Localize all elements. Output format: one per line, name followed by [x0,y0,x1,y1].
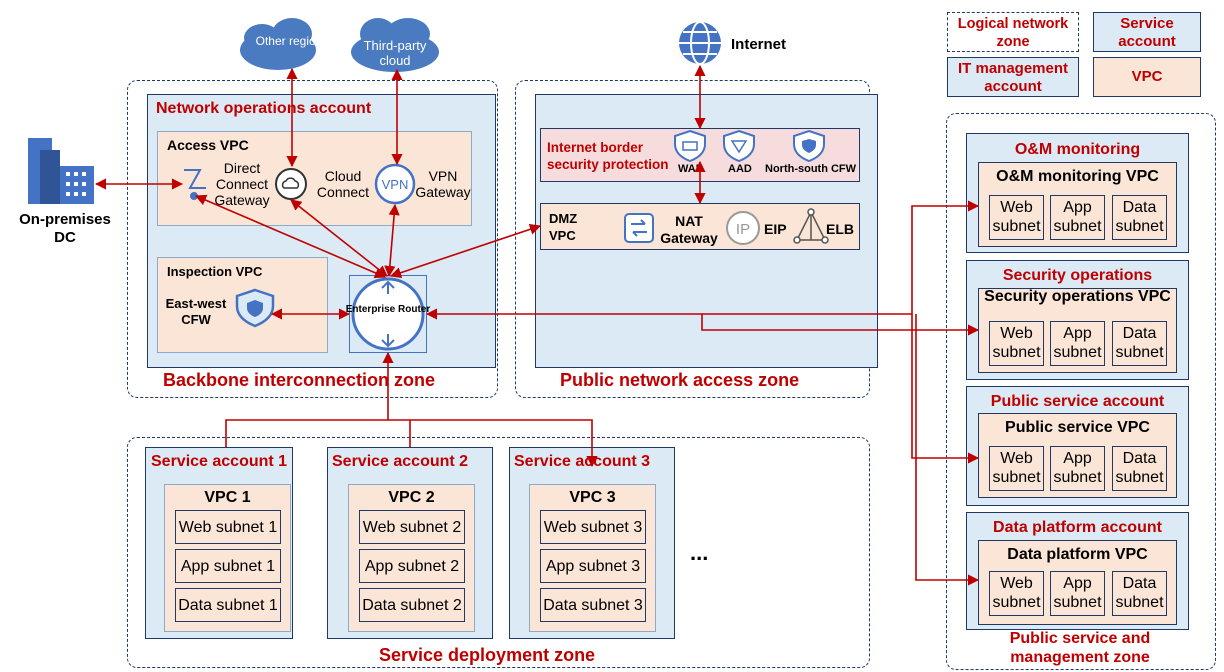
service-1-web-subnet: Web subnet 1 [175,510,281,544]
service-1-app-subnet: App subnet 1 [175,549,281,583]
third-party-cloud-label: Third-party cloud [363,38,427,68]
access-vpc-title: Access VPC [167,137,249,153]
service-3-web-subnet: Web subnet 3 [540,510,646,544]
eip-icon: IP [726,211,760,245]
mgmt-zone-label: Public service and management zone [1009,630,1151,666]
security-app-subnet: App subnet [1050,321,1105,366]
om-web-subnet: Web subnet [989,195,1044,240]
legend-service-account-label: Service account [1118,15,1176,50]
connector-lines [94,64,980,586]
direct-connect-icon [184,169,206,200]
mgmt-vpc-om-title: O&M monitoring VPC [996,168,1159,185]
service-account-2-title: Service account 2 [332,453,469,470]
on-prem-label: On-premises DC [19,211,111,246]
legend-it-mgmt-account: IT management account [947,57,1079,97]
legend-it-mgmt-label: IT management account [957,60,1069,95]
internet-border-title: Internet border security protection [547,140,669,172]
eip-label: EIP [764,221,787,237]
other-regions-label: Other regions [256,34,329,48]
dmz-vpc-title: DMZ VPC [549,211,578,243]
service-2-data-subnet: Data subnet 2 [359,588,465,622]
om-app-subnet: App subnet [1050,195,1105,240]
legend-logical-zone-label: Logical network zone [957,16,1069,50]
service-vpc-1-title: VPC 1 [204,489,251,506]
internet-globe-icon [679,21,721,65]
aad-shield-icon [723,129,755,163]
service-2-app-subnet: App subnet 2 [359,549,465,583]
vpn-icon-text: VPN [382,177,409,192]
legend-logical-zone: Logical network zone [947,12,1079,52]
more-accounts-ellipsis: ... [690,540,709,565]
waf-shield-icon [674,129,706,163]
public-service-web-subnet: Web subnet [989,446,1044,491]
backbone-zone-label: Backbone interconnection zone [163,370,436,390]
nat-gateway-label: NAT Gateway [660,213,718,246]
legend-vpc-label: VPC [1131,68,1163,85]
mgmt-account-public-service-title: Public service account [990,393,1165,410]
service-deployment-zone [127,437,870,668]
data-platform-web-subnet: Web subnet [989,571,1044,616]
service-account-3-title: Service account 3 [514,453,651,470]
service-1-data-subnet: Data subnet 1 [175,588,281,622]
enterprise-router-icon: Enterprise Router [346,277,431,351]
service-3-data-subnet: Data subnet 3 [540,588,646,622]
data-platform-data-subnet: Data subnet [1112,571,1167,616]
om-data-subnet: Data subnet [1112,195,1167,240]
third-party-cloud-icon [351,18,439,72]
service-account-1-title: Service account 1 [151,453,288,470]
internet-label: Internet [731,36,787,53]
security-data-subnet: Data subnet [1112,321,1167,366]
ew-cfw-label: East-west CFW [165,296,227,327]
security-web-subnet: Web subnet [989,321,1044,366]
router-label: Enterprise Router [346,304,431,315]
mgmt-zone [946,113,1216,670]
service-vpc-3-title: VPC 3 [569,489,616,506]
ns-cfw-label: North-south CFW [765,163,857,175]
eip-icon-text: IP [736,221,750,238]
elb-icon [793,208,829,244]
mgmt-vpc-data-platform-title: Data platform VPC [1007,546,1148,563]
service-2-web-subnet: Web subnet 2 [359,510,465,544]
legend-vpc: VPC [1093,57,1201,97]
elb-label: ELB [826,221,854,237]
legend-service-account: Service account [1093,12,1201,52]
mgmt-account-security-title: Security operations [1002,267,1153,284]
service-zone-label: Service deployment zone [379,645,596,665]
vpn-gateway-label: VPN Gateway [415,168,471,200]
on-prem-dc-icon [28,138,94,204]
aad-label: AAD [728,163,752,175]
ns-cfw-shield-icon [793,129,825,163]
public-service-app-subnet: App subnet [1050,446,1105,491]
cloud-connect-icon [275,168,307,200]
mgmt-vpc-security-title: Security operations VPC [984,288,1171,305]
public-service-data-subnet: Data subnet [1112,446,1167,491]
mgmt-account-om-title: O&M monitoring [1014,141,1141,158]
service-vpc-2-title: VPC 2 [388,489,435,506]
mgmt-vpc-public-service-title: Public service VPC [1005,419,1150,436]
nat-gateway-icon [624,213,654,243]
ew-cfw-shield-icon [235,288,275,328]
network-operations-title: Network operations account [156,100,372,117]
data-platform-app-subnet: App subnet [1050,571,1105,616]
vpn-gateway-icon: VPN [374,163,416,205]
service-3-app-subnet: App subnet 3 [540,549,646,583]
mgmt-account-data-platform-title: Data platform account [993,519,1162,536]
public-access-zone-label: Public network access zone [560,370,800,390]
other-regions-cloud: Other regions [240,18,328,70]
